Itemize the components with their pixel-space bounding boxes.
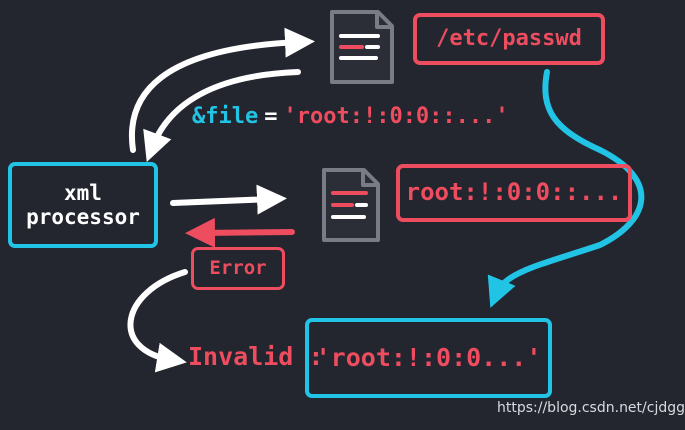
error-box: Error [191, 247, 285, 290]
file-path-label: /etc/passwd [436, 26, 582, 52]
xml-processor-label: xml processor [26, 180, 140, 229]
error-label: Error [209, 256, 267, 279]
watermark: https://blog.csdn.net/cjdgg [497, 400, 685, 416]
invalid-value-box: 'root:!:0:0...' [305, 318, 552, 398]
arrow-error-return [185, 217, 295, 248]
file-path-box: /etc/passwd [413, 13, 605, 65]
arrow-error-to-invalid [127, 269, 188, 373]
arrow-passwd-to-invalid [487, 69, 645, 308]
entity-name: &file [192, 104, 259, 129]
file-contents-box: 'root:!:0:0::...' [391, 164, 637, 222]
arrow-processor-to-middle-file [170, 184, 287, 215]
entity-value: 'root:!:0:0::...' [283, 104, 509, 129]
xml-processor-box: xml processor [8, 162, 158, 248]
file-contents-label: 'root:!:0:0::...' [391, 178, 637, 207]
arrow-file-to-processor [143, 69, 301, 163]
invalid-value-label: 'root:!:0:0...' [315, 342, 542, 372]
invalid-label: Invalid : [188, 342, 324, 371]
document-icon [322, 168, 380, 242]
arrow-processor-to-file [129, 27, 315, 153]
document-icon [330, 10, 394, 84]
entity-equals: = [264, 104, 278, 129]
entity-definition: &file='root:!:0:0::...' [192, 104, 509, 129]
